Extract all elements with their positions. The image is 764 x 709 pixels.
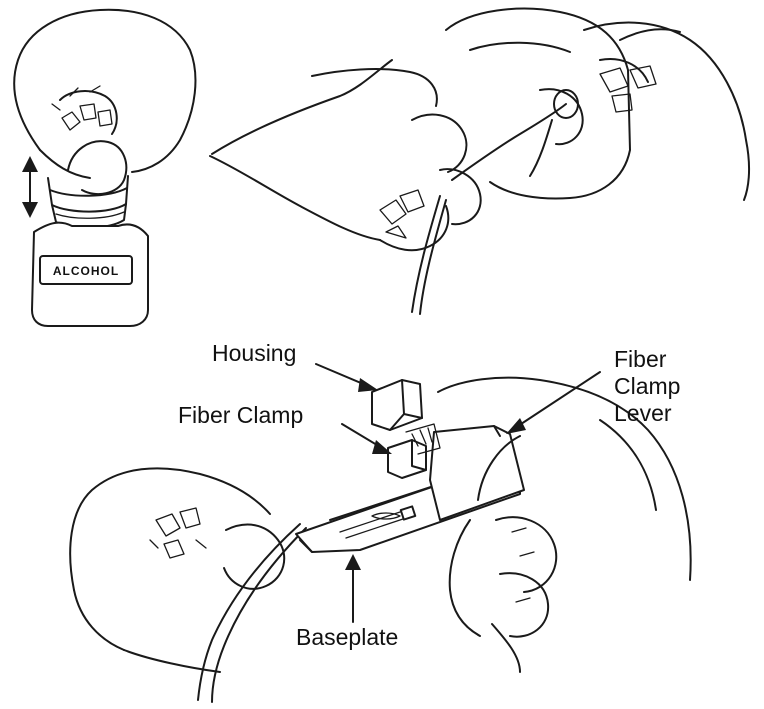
- hand-on-cap: [14, 10, 195, 172]
- fiber-clamp-lever-label: Fiber Clamp Lever: [614, 346, 680, 427]
- bottle-label-text: ALCOHOL: [53, 264, 119, 278]
- lever-label-line-3: Lever: [614, 400, 680, 427]
- housing-label: Housing: [212, 340, 296, 367]
- bottle-panel: ALCOHOL: [14, 10, 195, 326]
- right-hand: [584, 23, 749, 200]
- baseplate-label: Baseplate: [296, 624, 398, 651]
- lever-label-line-1: Fiber: [614, 346, 680, 373]
- left-hand-bottom: [70, 468, 270, 590]
- left-hand: [212, 60, 392, 154]
- lever-label-line-2: Clamp: [614, 373, 680, 400]
- fiber-cable: [412, 196, 440, 312]
- fiber-clamp-label: Fiber Clamp: [178, 402, 303, 429]
- lever-leader: [518, 372, 600, 426]
- clamp-lever: [430, 426, 524, 520]
- cleaver-panel: [70, 378, 690, 702]
- fiber-clamp: [388, 440, 426, 478]
- wipe-panel: [210, 9, 749, 314]
- tissue: [446, 9, 630, 199]
